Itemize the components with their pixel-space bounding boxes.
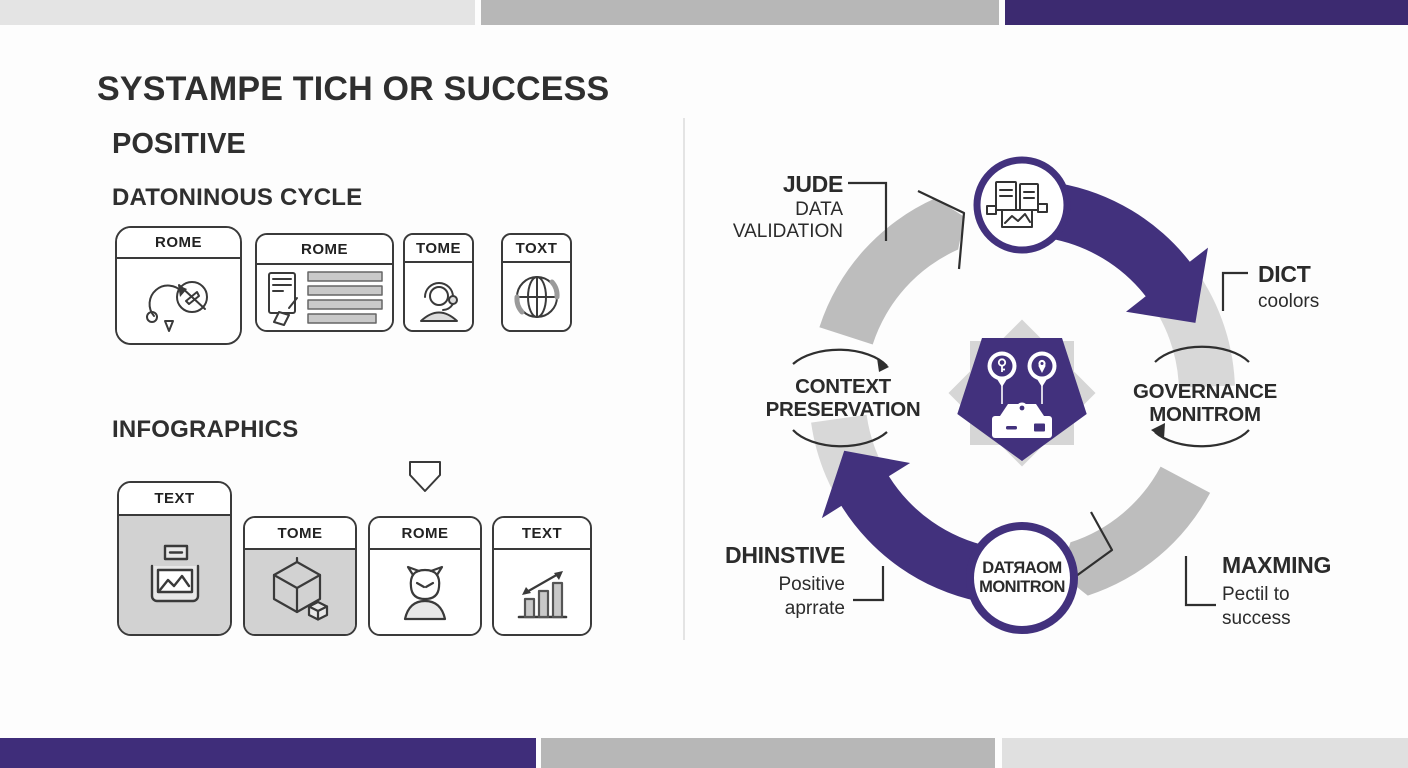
- card-body: [119, 516, 230, 634]
- chevron-line-top: [917, 190, 966, 270]
- maxming-label-line3: success: [1222, 608, 1291, 629]
- card-body: [370, 550, 480, 634]
- bottom-node-circle: [966, 522, 1078, 634]
- dict-bracket: [1221, 271, 1248, 311]
- card-chart: TEXT: [492, 516, 592, 636]
- section1-heading: DATONINOUS CYCLE: [112, 184, 363, 211]
- maxming-label-line2: Pectil to: [1222, 584, 1290, 605]
- card-body: [117, 259, 240, 343]
- dhinstive-label-line3: aprrate: [785, 598, 845, 619]
- governance-arrowhead: [1151, 423, 1165, 439]
- dict-label-line2: coolors: [1258, 291, 1319, 312]
- card-persona: ROME: [368, 516, 482, 636]
- top-bar-purple: [1005, 0, 1408, 25]
- page-title: SYSTAMPE TICH OR SUCCESS: [97, 70, 610, 108]
- governance-label-line1: GOVERNANCE: [1133, 380, 1277, 403]
- jude-label-line2: DATA: [795, 199, 843, 220]
- bar-chart-icon: [517, 571, 568, 619]
- dhinstive-label-line1: DHINSTIVE: [725, 542, 845, 568]
- arc-bottom-right-gray: [1060, 466, 1211, 596]
- card-globe: TOXT: [501, 233, 572, 332]
- page-subtitle: POSITIVE: [112, 128, 246, 160]
- maxming-bracket: [1184, 556, 1216, 607]
- card-label: TEXT: [119, 483, 230, 516]
- context-arrowhead: [877, 358, 889, 372]
- card-label: TOME: [405, 235, 472, 263]
- document-list-icon: [267, 270, 383, 326]
- card-body: [405, 263, 472, 330]
- documents-icon: [986, 181, 1048, 228]
- top-bar-light: [0, 0, 475, 25]
- secure-server-icon: [987, 351, 1057, 438]
- card-body: [257, 265, 392, 330]
- persona-icon: [403, 565, 447, 621]
- context-cycle-arc-bottom: [792, 429, 888, 448]
- purple-arrow-top-right: [1049, 183, 1208, 323]
- cycle-diagram: DATЯAOM MONITRON CONTEXT PRESERVATION GO…: [725, 156, 1331, 634]
- dhinstive-label-line2: Positive: [778, 574, 845, 595]
- dhinstive-bracket: [853, 566, 885, 602]
- governance-label-line2: MONITROM: [1149, 403, 1260, 426]
- bottom-node-label-line1: DATЯAOM: [982, 559, 1062, 577]
- card-label: ROME: [370, 518, 480, 550]
- card-cycle: ROME: [115, 226, 242, 345]
- bottom-node-label-line2: MONITRON: [979, 578, 1065, 596]
- globe-icon: [513, 275, 560, 318]
- governance-cycle-arc-top: [1154, 345, 1250, 363]
- card-label: ROME: [117, 228, 240, 259]
- section2-heading: INFOGRAPHICS: [112, 416, 299, 443]
- card-document: ROME: [255, 233, 394, 332]
- maxming-label-line1: MAXMING: [1222, 552, 1331, 578]
- card-label: ROME: [257, 235, 392, 265]
- card-label: TEXT: [494, 518, 590, 550]
- bottom-bar-purple: [0, 738, 536, 768]
- card-label: TOME: [245, 518, 355, 550]
- cube-3d-icon: [272, 557, 329, 621]
- context-label-line2: PRESERVATION: [766, 398, 921, 421]
- down-pentagon-arrow-icon: [409, 461, 441, 492]
- support-person-icon: [419, 281, 458, 322]
- image-tray-icon: [150, 544, 199, 603]
- bottom-bar-gray: [541, 738, 995, 768]
- vertical-divider: [683, 118, 685, 640]
- card-body: [494, 550, 590, 634]
- top-bar-gray: [481, 0, 999, 25]
- context-cycle-arc-top: [792, 348, 888, 367]
- card-body: [245, 550, 355, 634]
- card-label: TOXT: [503, 235, 570, 263]
- cycle-pen-icon: [145, 281, 208, 332]
- jude-bracket: [848, 181, 888, 241]
- jude-label-line3: VALIDATION: [733, 221, 843, 242]
- card-support: TOME: [403, 233, 474, 332]
- card-body: [503, 263, 570, 330]
- jude-label-line1: JUDE: [783, 171, 843, 197]
- card-image: TEXT: [117, 481, 232, 636]
- dict-label-line1: DICT: [1258, 261, 1311, 287]
- purple-arrow-bottom-left: [821, 450, 990, 602]
- bottom-bar-light: [1002, 738, 1408, 768]
- arc-top-left-gray: [819, 198, 965, 345]
- context-label-line1: CONTEXT: [795, 375, 892, 398]
- governance-cycle-arc-bottom: [1154, 429, 1250, 448]
- card-cube: TOME: [243, 516, 357, 636]
